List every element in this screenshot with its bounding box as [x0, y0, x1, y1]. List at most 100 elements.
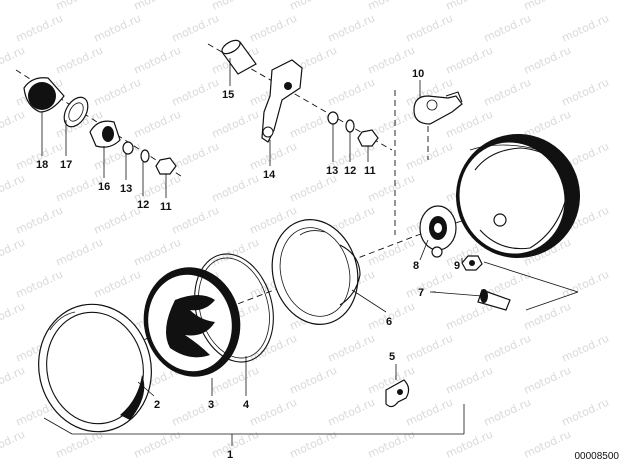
watermark-tile: motod.ru — [54, 0, 105, 13]
watermark-tile: motod.ru — [522, 0, 573, 13]
callout-14: 14 — [263, 169, 276, 181]
watermark-tile: motod.ru — [522, 364, 573, 397]
watermark-tile: motod.ru — [0, 44, 27, 77]
watermark-tile: motod.ru — [248, 140, 299, 173]
part-3-headlamp-insert — [143, 267, 241, 377]
watermark-tile: motod.ru — [132, 428, 183, 461]
part-2-trim-ring — [38, 303, 152, 433]
document-number: 00008500 — [574, 451, 620, 462]
callout-11-right: 11 — [364, 165, 376, 177]
callout-9: 9 — [454, 260, 460, 272]
watermark-tile: motod.ru — [92, 268, 143, 301]
watermark-tile: motod.ru — [366, 0, 417, 13]
callout-13-right: 13 — [326, 165, 338, 177]
watermark-tile: motod.ru — [132, 236, 183, 269]
watermark-tile: motod.ru — [132, 0, 183, 13]
watermark-tile: motod.ru — [210, 428, 261, 461]
watermark-tile: motod.ru — [326, 332, 377, 365]
watermark-tile: motod.ru — [288, 428, 339, 461]
watermark-tile: motod.ru — [210, 108, 261, 141]
callout-10: 10 — [412, 68, 424, 80]
callout-13-left: 13 — [120, 183, 132, 195]
watermark-tile: motod.ru — [132, 44, 183, 77]
watermark-tile: motod.ru — [248, 12, 299, 45]
leader-lines — [41, 58, 579, 397]
watermark-tile: motod.ru — [92, 12, 143, 45]
watermark-tile: motod.ru — [482, 76, 533, 109]
watermark-tile: motod.ru — [326, 76, 377, 109]
watermark-tile: motod.ru — [54, 44, 105, 77]
callout-17: 17 — [60, 159, 72, 171]
upper-left-parts — [23, 77, 177, 175]
callout-4: 4 — [243, 399, 250, 411]
watermark-tile: motod.ru — [170, 12, 221, 45]
watermark-tile: motod.ru — [404, 140, 455, 173]
part-6-reflector — [271, 219, 361, 325]
callout-1: 1 — [227, 449, 233, 461]
watermark-tile: motod.ru — [522, 44, 573, 77]
watermark-tile: motod.ru — [404, 268, 455, 301]
part-9-nut — [461, 255, 483, 271]
watermark-tile: motod.ru — [560, 332, 611, 365]
watermark-tile: motod.ru — [54, 236, 105, 269]
headlight-housing — [456, 134, 580, 258]
callout-12-left: 12 — [137, 199, 149, 211]
watermark-tile: motod.ru — [444, 428, 495, 461]
watermark-tile: motod.ru — [404, 332, 455, 365]
watermark-tile: motod.ru — [444, 0, 495, 13]
watermark-tile: motod.ru — [210, 172, 261, 205]
watermark-tile: motod.ru — [482, 12, 533, 45]
watermark-tile: motod.ru — [132, 108, 183, 141]
callout-11-left: 11 — [160, 201, 172, 213]
callout-8: 8 — [413, 260, 419, 272]
watermark-tile: motod.ru — [170, 140, 221, 173]
watermark-tile: motod.ru — [522, 300, 573, 333]
watermark-tile: motod.ru — [0, 172, 27, 205]
watermark-tile: motod.ru — [0, 108, 27, 141]
watermark-tile: motod.ru — [404, 396, 455, 429]
watermark-tile: motod.ru — [14, 12, 65, 45]
callout-7: 7 — [418, 287, 424, 299]
watermark-tile: motod.ru — [170, 204, 221, 237]
part-5-clip — [385, 379, 410, 408]
watermark-tile: motod.ru — [248, 332, 299, 365]
upper-mount-parts — [221, 39, 379, 147]
callout-15: 15 — [222, 89, 234, 101]
watermark-tile: motod.ru — [326, 12, 377, 45]
part-8-adjuster — [419, 205, 457, 258]
watermark-tile: motod.ru — [0, 364, 27, 397]
callout-16: 16 — [98, 181, 110, 193]
watermark-tile: motod.ru — [560, 76, 611, 109]
watermark-tile: motod.ru — [210, 236, 261, 269]
assembly-bracket — [43, 404, 465, 446]
watermark-tile: motod.ru — [210, 0, 261, 13]
watermark-tile: motod.ru — [404, 12, 455, 45]
watermark-tile: motod.ru — [0, 428, 27, 461]
callout-12-right: 12 — [344, 165, 356, 177]
watermark-tile: motod.ru — [92, 76, 143, 109]
watermark-tile: motod.ru — [482, 332, 533, 365]
watermark-tile: motod.ru — [444, 364, 495, 397]
callout-5: 5 — [389, 351, 395, 363]
watermark-tile: motod.ru — [248, 396, 299, 429]
watermark-tile: motod.ru — [482, 396, 533, 429]
watermark-tile: motod.ru — [288, 0, 339, 13]
watermark-tile: motod.ru — [170, 76, 221, 109]
watermark-tile: motod.ru — [0, 0, 27, 13]
callout-3: 3 — [208, 399, 214, 411]
watermark-tile: motod.ru — [0, 300, 27, 333]
part-7-screw — [431, 289, 511, 311]
watermark-tile: motod.ru — [92, 204, 143, 237]
watermark-tile: motod.ru — [54, 428, 105, 461]
watermark-tile: motod.ru — [366, 44, 417, 77]
watermark-tile: motod.ru — [522, 428, 573, 461]
callout-6: 6 — [386, 316, 392, 328]
watermark-tile: motod.ru — [560, 12, 611, 45]
watermark-tile: motod.ru — [14, 268, 65, 301]
watermark-tile: motod.ru — [560, 396, 611, 429]
part-10-bulb — [413, 91, 463, 125]
watermark-tile: motod.ru — [14, 204, 65, 237]
part-4-gasket — [194, 253, 274, 363]
watermark-tile: motod.ru — [366, 428, 417, 461]
